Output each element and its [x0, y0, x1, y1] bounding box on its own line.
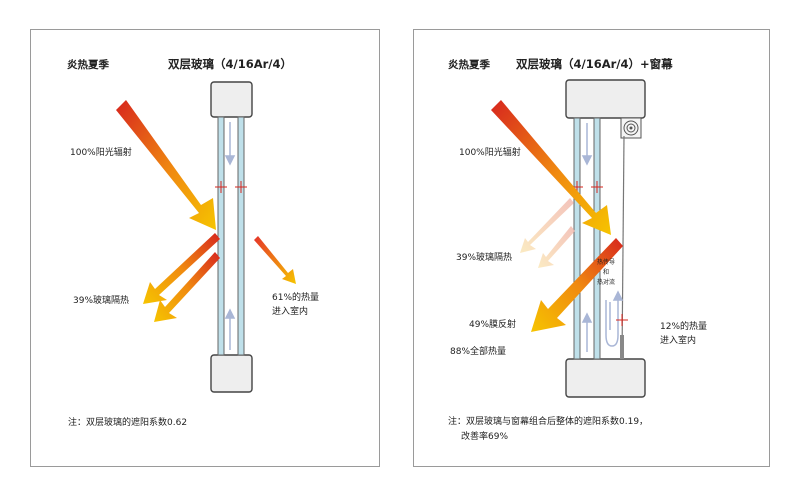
- crosshair-icon: [215, 181, 247, 193]
- curtain-convection-icon: [605, 290, 624, 347]
- note-line2: 改善率69%: [461, 430, 508, 442]
- curtain-roll-icon: [620, 117, 642, 139]
- transmitted-arrow: [254, 236, 296, 284]
- top-frame: [210, 81, 253, 118]
- panel-double-glazing-with-curtain: 炎热夏季 双层玻璃（4/16Ar/4）+窗幕: [413, 29, 770, 467]
- cavity-convection-icon: [581, 123, 593, 352]
- glass-reflect-arrow: [520, 198, 575, 268]
- incident-label: 100%阳光辐射: [459, 146, 521, 158]
- reflected-label: 39%玻璃隔热: [73, 294, 129, 306]
- diagram-title: 双层玻璃（4/16Ar/4）+窗幕: [515, 57, 673, 71]
- note: 注：双层玻璃的遮阳系数0.62: [68, 416, 187, 428]
- film-reflect-label: 49%膜反射: [469, 318, 516, 330]
- incident-radiation-arrow: [491, 100, 611, 235]
- transmitted-label-line2: 进入室内: [272, 305, 308, 317]
- diagram-double-glazing-with-curtain: 炎热夏季 双层玻璃（4/16Ar/4）+窗幕: [448, 57, 707, 442]
- incident-label: 100%阳光辐射: [70, 146, 132, 158]
- season-label: 炎热夏季: [448, 58, 490, 71]
- note-line1: 注：双层玻璃与窗幕组合后整体的遮阳系数0.19，: [448, 415, 648, 427]
- convection-label-line3: 热对流: [597, 278, 615, 286]
- curtain-weight: [620, 335, 624, 359]
- transmitted-label-line1: 61%的热量: [272, 291, 319, 303]
- crosshair-icon: [571, 181, 628, 326]
- outer-glass-pane: [573, 117, 581, 360]
- convection-label-line2: 和: [603, 268, 609, 276]
- diagram-double-glazing: 炎热夏季 双层玻璃（4/16Ar/4） 100%阳光辐射 39%玻璃隔: [67, 57, 319, 428]
- transmitted-label-line1: 12%的热量: [660, 320, 707, 332]
- inner-glass-pane: [593, 117, 601, 360]
- panel-double-glazing: 炎热夏季 双层玻璃（4/16Ar/4） 100%阳光辐射 39%玻璃隔: [30, 29, 380, 467]
- reflected-arrow: [143, 233, 220, 322]
- cavity-convection-icon: [224, 122, 236, 350]
- season-label: 炎热夏季: [67, 58, 109, 71]
- diagram-title: 双层玻璃（4/16Ar/4）: [167, 57, 292, 71]
- incident-radiation-arrow: [116, 100, 216, 230]
- inner-glass-pane: [237, 116, 245, 356]
- film-reflect-arrow: [531, 238, 623, 332]
- total-label: 88%全部热量: [450, 345, 506, 357]
- glass-reflect-label: 39%玻璃隔热: [456, 251, 512, 263]
- top-frame: [565, 79, 646, 119]
- outer-glass-pane: [217, 116, 225, 356]
- bottom-frame: [210, 354, 253, 393]
- transmitted-label-line2: 进入室内: [660, 334, 696, 346]
- bottom-frame: [565, 358, 646, 398]
- convection-label-line1: 热传导: [597, 258, 615, 266]
